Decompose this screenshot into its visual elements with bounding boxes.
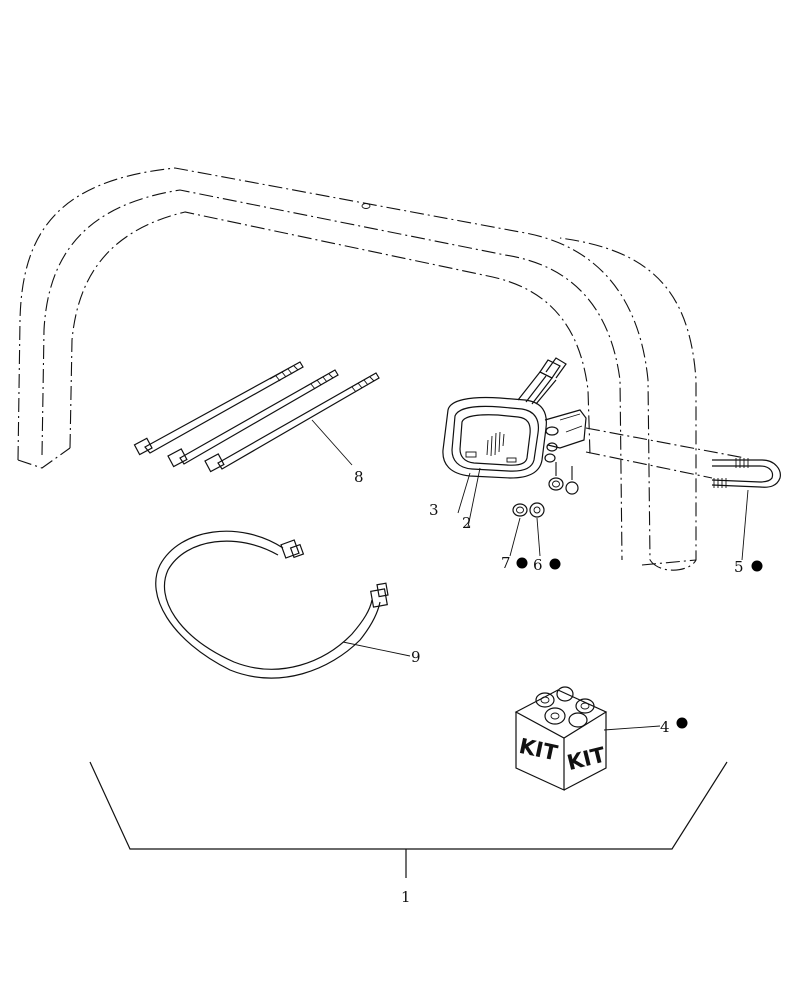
callout-1: 1 [401, 888, 411, 906]
callout-2: 2 [462, 514, 472, 532]
u-bolt [585, 427, 781, 561]
roll-bar-phantom [17, 167, 697, 571]
kit-box-parts [535, 686, 595, 728]
cable-ties [133, 361, 380, 473]
callout-labels: 1 2 3 4 5 6 7 8 9 [354, 468, 744, 906]
callout-3: 3 [429, 501, 439, 519]
callout-4: 4 [660, 718, 670, 736]
callout-5: 5 [734, 558, 744, 576]
callout-7: 7 [501, 554, 511, 572]
wire-harness [155, 530, 411, 679]
callout-8: 8 [354, 468, 364, 486]
marker-dot-5 [751, 560, 763, 572]
kit-box: KIT KIT [514, 686, 661, 791]
callout-9: 9 [411, 648, 421, 666]
marker-dot-6 [549, 558, 561, 570]
kit-marker-dots [516, 557, 763, 729]
nut-and-washer [509, 462, 579, 557]
marker-dot-7 [516, 557, 528, 569]
callout-6: 6 [533, 556, 543, 574]
marker-dot-4 [676, 717, 688, 729]
kit-label-left: KIT [517, 734, 560, 766]
work-lamp [442, 357, 587, 528]
assembly-bracket [89, 761, 728, 878]
